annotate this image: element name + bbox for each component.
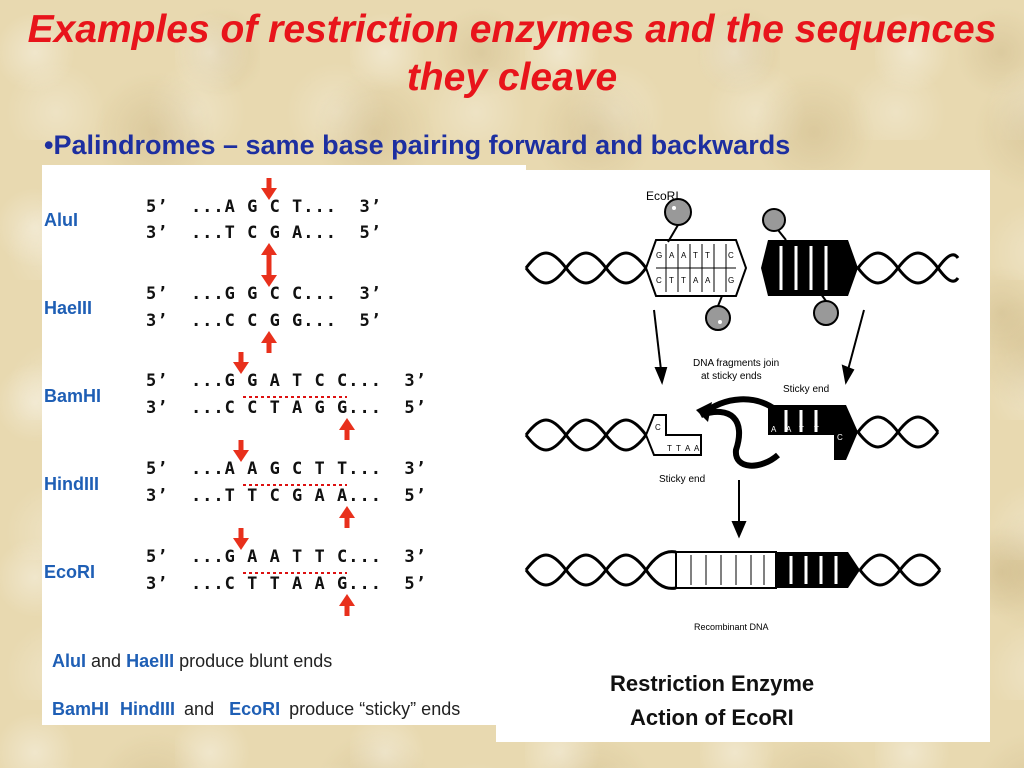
legend-alui: AluI	[52, 651, 86, 671]
hindiii-cut-arrow-up-icon	[339, 506, 355, 528]
enzyme-name-hindiii: HindIII	[44, 474, 99, 494]
legend-blunt-text: produce blunt ends	[179, 651, 333, 671]
second-enzyme-icon	[762, 208, 839, 326]
enzyme-name-bamhi: BamHI	[44, 386, 102, 406]
left-sticky-fragment: C T T A A	[644, 414, 702, 456]
legend-and-2: and	[184, 699, 215, 719]
cut-site-markers	[233, 178, 355, 616]
dna-open-ladder-row1	[644, 239, 748, 297]
ecori-cut-arrow-up-icon	[339, 594, 355, 616]
dna-helix-left-row2	[524, 418, 648, 452]
bamhi-top-strand: 5’ ...G G A T C C... 3’	[146, 371, 427, 391]
dna-helix-right-row3	[858, 553, 942, 587]
base-bottom-5: G	[728, 276, 734, 285]
caption-line1: Restriction Enzyme	[610, 671, 815, 696]
base-bottom-0: C	[656, 276, 662, 285]
base-top-0: G	[656, 251, 662, 260]
dna-helix-right-row2	[856, 415, 940, 449]
alui-cut-arrow-icon	[261, 178, 277, 200]
dna-helix-left-row1	[524, 251, 648, 285]
ecori-action-diagram: G A A T T C C T T A A G EcoRI	[496, 170, 990, 742]
alui-bottom-strand: 3’ ...T C G A... 5’	[146, 223, 382, 243]
down-arrow-row2	[731, 480, 747, 539]
base-top-3: T	[693, 251, 698, 260]
legend-ecori: EcoRI	[229, 699, 281, 719]
legend-bamhi: BamHI	[52, 699, 110, 719]
caption-line2: Action of EcoRI	[630, 705, 794, 730]
join-label-line1: DNA fragments join	[693, 358, 779, 369]
enzyme-name-ecori: EcoRI	[44, 562, 96, 582]
slide-title: Examples of restriction enzymes and the …	[27, 8, 997, 99]
frag-right-base-4: C	[837, 433, 843, 442]
row1-bases: G A A T T C C T T A A G	[656, 251, 734, 285]
legend-haeiii: HaeIII	[126, 651, 175, 671]
base-bottom-3: A	[693, 276, 699, 285]
base-top-2: A	[681, 251, 687, 260]
frag-right-base-1: A	[786, 425, 792, 434]
enzyme-name-alui: AluI	[44, 210, 78, 230]
haeiii-bottom-strand: 3’ ...C C G G... 5’	[146, 311, 382, 331]
blunt-ends-legend: AluI and HaeIII produce blunt ends	[52, 651, 332, 672]
frag-left-base-3: A	[685, 444, 691, 453]
legend-hindiii: HindIII	[120, 699, 176, 719]
frag-left-base-2: T	[676, 444, 681, 453]
right-sticky-fragment: A A T T C	[768, 405, 858, 460]
recombinant-ladder	[675, 551, 860, 589]
enzyme-sequences-panel: AluI 5’ ...A G C T... 3’ 3’ ...T C G A..…	[42, 165, 526, 725]
dna-black-ladder-row1	[761, 240, 858, 296]
base-top-4: T	[705, 251, 710, 260]
frag-right-base-3: T	[814, 425, 819, 434]
base-top-1: A	[669, 251, 675, 260]
hindiii-cut-arrow-icon	[233, 440, 249, 462]
frag-left-base-0: C	[655, 423, 661, 432]
ecori-diagram-svg: G A A T T C C T T A A G EcoRI	[524, 189, 960, 632]
sticky-ends-legend: BamHI HindIII and EcoRI produce “sticky”…	[52, 699, 460, 720]
frag-left-base-1: T	[667, 444, 672, 453]
dna-helix-left-row3	[524, 550, 677, 590]
legend-and-1: and	[91, 651, 122, 671]
haeiii-cut-arrow-icon	[261, 265, 277, 287]
bamhi-cut-arrow-up-icon	[339, 418, 355, 440]
ecori-cut-arrow-icon	[233, 528, 249, 550]
legend-sticky-text: produce “sticky” ends	[289, 699, 461, 719]
hindiii-top-strand: 5’ ...A A G C T T... 3’	[146, 459, 427, 479]
base-bottom-1: T	[669, 276, 674, 285]
hindiii-bottom-strand: 3’ ...T T C G A A... 5’	[146, 486, 427, 506]
base-top-5: C	[728, 251, 734, 260]
haeiii-top-strand: 5’ ...G G C C... 3’	[146, 284, 382, 304]
joining-curve-arrow	[696, 396, 780, 469]
join-label-line2: at sticky ends	[701, 371, 762, 382]
recombinant-dna-label: Recombinant DNA	[694, 622, 769, 632]
enzyme-name-haeiii: HaeIII	[44, 298, 93, 318]
down-arrows-row1	[653, 309, 865, 385]
dna-helix-right-row1	[856, 251, 960, 285]
sticky-end-label-right: Sticky end	[783, 384, 829, 395]
ecori-diagram-label: EcoRI	[646, 189, 679, 203]
frag-right-base-0: A	[771, 425, 777, 434]
base-bottom-4: A	[705, 276, 711, 285]
palindrome-bullet: •Palindromes – same base pairing forward…	[44, 130, 791, 160]
sticky-end-label-left: Sticky end	[659, 474, 705, 485]
base-bottom-2: T	[681, 276, 686, 285]
alui-top-strand: 5’ ...A G C T... 3’	[146, 197, 382, 217]
bamhi-bottom-strand: 3’ ...C C T A G G... 5’	[146, 398, 427, 418]
ecori-bottom-strand: 3’ ...C T T A A G... 5’	[146, 574, 427, 594]
ecori-top-strand: 5’ ...G A A T T C... 3’	[146, 547, 427, 567]
bamhi-cut-arrow-icon	[233, 352, 249, 374]
alui-cut-arrow-up-icon	[261, 243, 277, 265]
ecori-enzyme-icon	[664, 198, 731, 331]
frag-right-base-2: T	[799, 425, 804, 434]
haeiii-cut-arrow-up-icon	[261, 331, 277, 353]
frag-left-base-4: A	[694, 444, 700, 453]
